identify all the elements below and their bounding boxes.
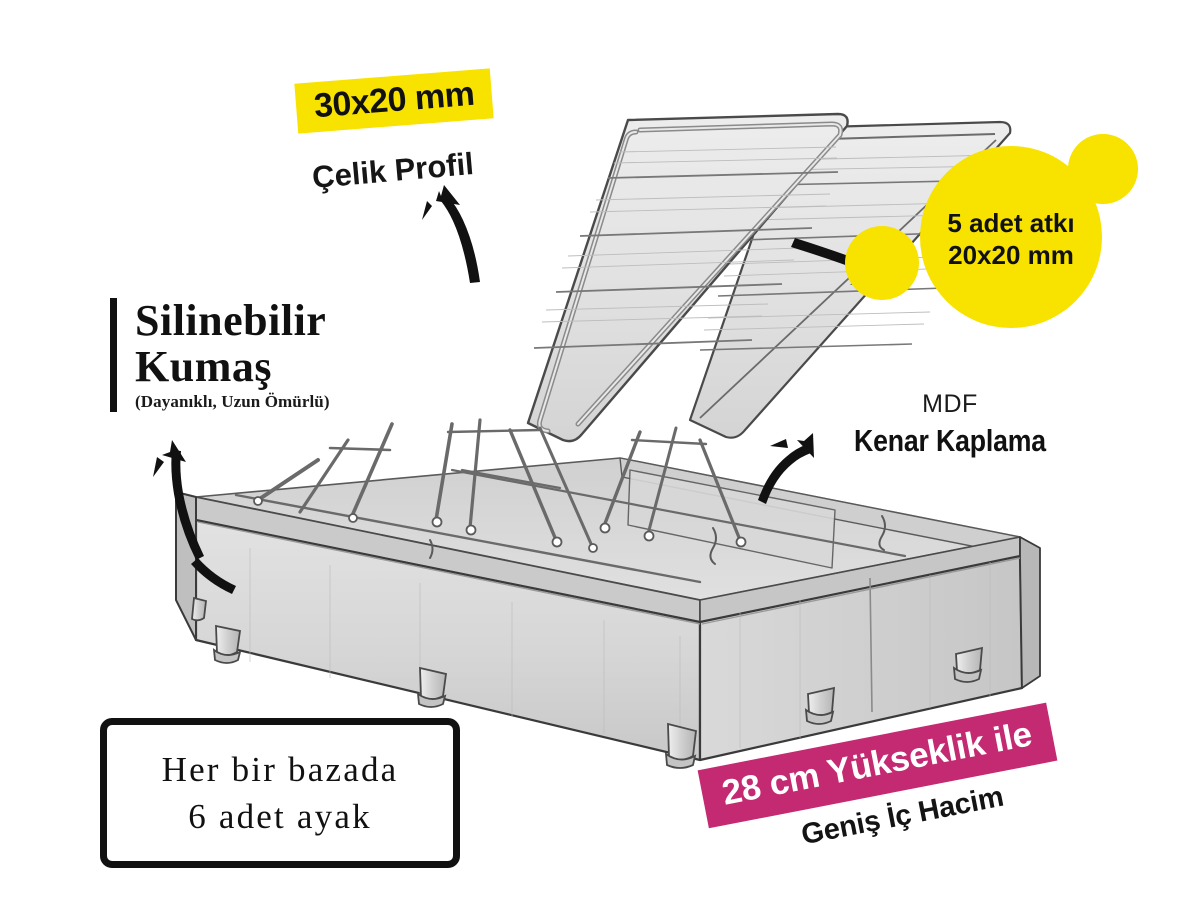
mdf-callout: MDF Kenar Kaplama <box>820 390 1080 459</box>
leg <box>952 646 984 683</box>
fabric-line1: Silinebilir <box>135 296 327 345</box>
mdf-label-main: Kenar Kaplama <box>854 423 1046 458</box>
slats-circle-small-left <box>845 226 919 300</box>
arrow-fabric <box>153 440 236 594</box>
fabric-note: (Dayanıklı, Uzun Ömürlü) <box>135 391 330 411</box>
feet-line2: 6 adet ayak <box>188 797 372 836</box>
lift-mechanism <box>234 418 907 584</box>
slats-circle-line1: 5 adet atkı <box>947 208 1075 238</box>
leg <box>416 666 448 708</box>
feet-count-box: Her bir bazada 6 adet ayak <box>100 718 460 868</box>
bed-legs <box>191 596 984 769</box>
fabric-callout: Silinebilir Kumaş (Dayanıklı, Uzun Ömürl… <box>110 298 330 412</box>
leg <box>664 722 697 769</box>
leg <box>191 596 207 622</box>
slats-circle-small-top <box>1068 134 1138 204</box>
steel-profile-banner-text: 30x20 mm <box>312 74 476 126</box>
feet-line1: Her bir bazada <box>161 749 399 789</box>
slats-circle-label: 5 adet atkı 20x20 mm <box>920 208 1102 271</box>
platform-panel-front <box>526 112 849 443</box>
leg <box>804 686 835 725</box>
leg <box>212 624 242 664</box>
arrow-steel-profile <box>422 185 480 283</box>
slats-circle-line2: 20x20 mm <box>948 239 1074 270</box>
arrow-mdf <box>758 433 814 504</box>
mdf-label-top: MDF <box>922 390 978 418</box>
fabric-line2: Kumaş <box>135 341 272 391</box>
